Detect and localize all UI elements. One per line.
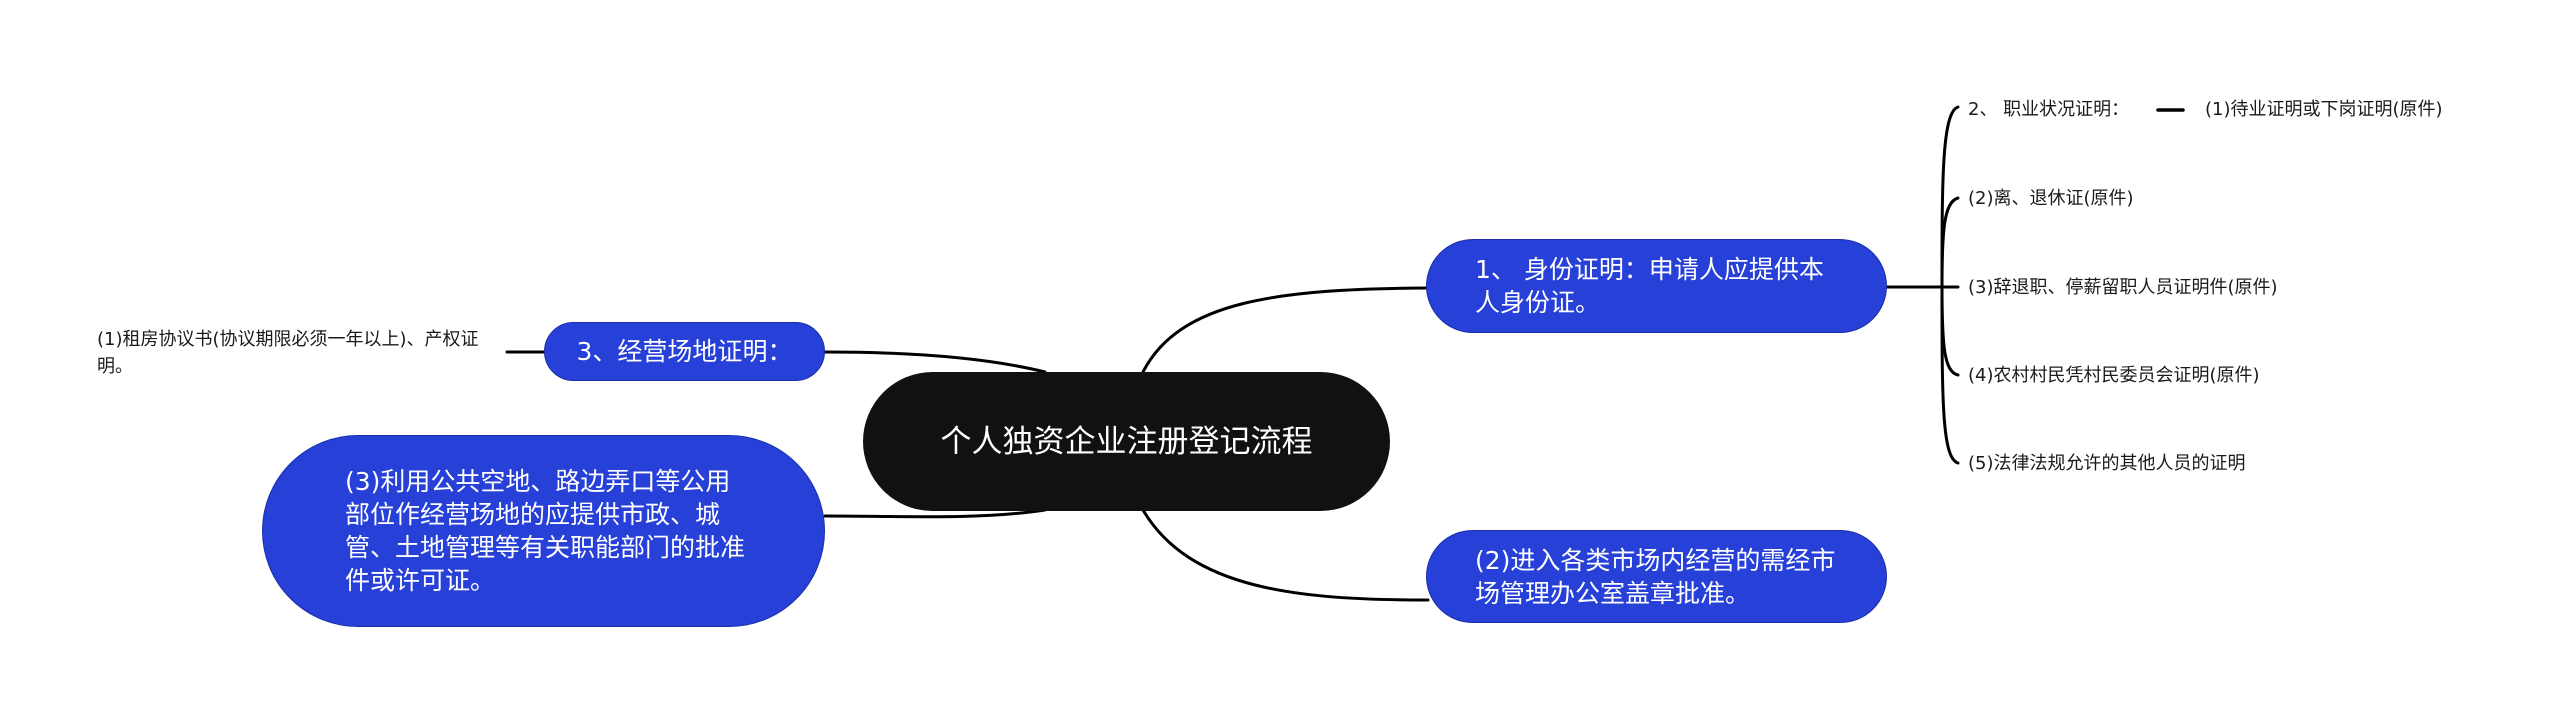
leaf-other-label: (5)法律法规允许的其他人员的证明 (1968, 453, 2246, 474)
leaf-villager[interactable]: (4)农村村民凭村民委员会证明(原件) (1968, 362, 2260, 389)
topic-public-space-label: (3)利用公共空地、路边弄口等公用部位作经营场地的应提供市政、城管、土地管理等有… (345, 467, 746, 595)
connector-root-public-space (823, 508, 1047, 519)
root-label: 个人独资企业注册登记流程 (940, 423, 1313, 460)
topic-public-space[interactable]: (3)利用公共空地、路边弄口等公用部位作经营场地的应提供市政、城管、土地管理等有… (262, 435, 825, 627)
leaf-villager-label: (4)农村村民凭村民委员会证明(原件) (1968, 365, 2260, 386)
leaf-resign-label: (3)辞退职、停薪留职人员证明件(原件) (1968, 277, 2278, 298)
leaf-lease-agreement-label: (1)租房协议书(协议期限必须一年以上)、产权证明。 (97, 329, 479, 377)
topic-identity[interactable]: 1、 身份证明：申请人应提供本人身份证。 (1426, 239, 1887, 333)
connector-root-market (1141, 508, 1430, 602)
bracket-other (1940, 285, 1960, 465)
leaf-retire[interactable]: (2)离、退休证(原件) (1968, 185, 2134, 212)
bracket-retire (1940, 196, 1960, 289)
leaf-employment[interactable]: 2、 职业状况证明： (1968, 96, 2129, 123)
leaf-employment-unemployed-proof[interactable]: (1)待业证明或下岗证明(原件) (2205, 96, 2443, 123)
topic-premises-label: 3、经营场地证明： (576, 337, 793, 366)
leaf-lease-agreement[interactable]: (1)租房协议书(协议期限必须一年以上)、产权证明。 (97, 326, 507, 380)
leaf-resign[interactable]: (3)辞退职、停薪留职人员证明件(原件) (1968, 274, 2278, 301)
topic-identity-label: 1、 身份证明：申请人应提供本人身份证。 (1475, 255, 1824, 317)
topic-market-label: (2)进入各类市场内经营的需经市场管理办公室盖章批准。 (1475, 545, 1836, 608)
bracket-villager (1940, 285, 1960, 377)
leaf-other[interactable]: (5)法律法规允许的其他人员的证明 (1968, 450, 2246, 477)
bracket-employment (1940, 105, 1960, 289)
connector-root-premises (823, 350, 1047, 374)
topic-market[interactable]: (2)进入各类市场内经营的需经市场管理办公室盖章批准。 (1426, 530, 1887, 623)
root-node[interactable]: 个人独资企业注册登记流程 (863, 372, 1390, 511)
topic-premises[interactable]: 3、经营场地证明： (544, 322, 825, 381)
leaf-unemployed-proof-label: (1)待业证明或下岗证明(原件) (2205, 99, 2443, 120)
connector-root-identity (1141, 286, 1430, 374)
leaf-employment-label: 2、 职业状况证明： (1968, 99, 2130, 120)
leaf-retire-label: (2)离、退休证(原件) (1968, 188, 2134, 209)
